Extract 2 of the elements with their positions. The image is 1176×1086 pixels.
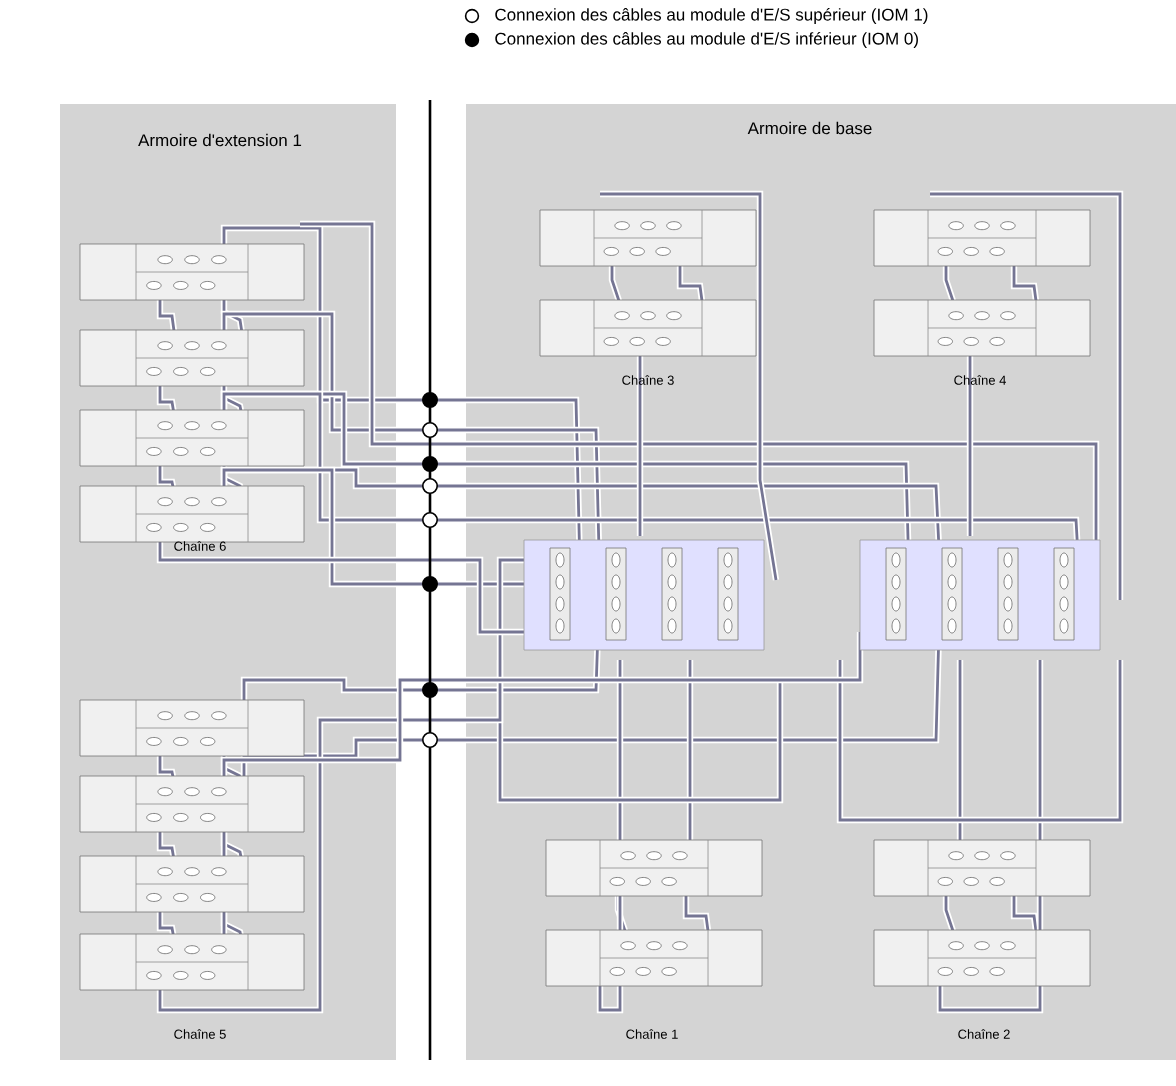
legend-item: Connexion des câbles au module d'E/S supérieur (IOM 1)	[464, 8, 928, 24]
legend-item: Connexion des câbles au module d'E/S inférieur (IOM 0)	[464, 32, 918, 48]
